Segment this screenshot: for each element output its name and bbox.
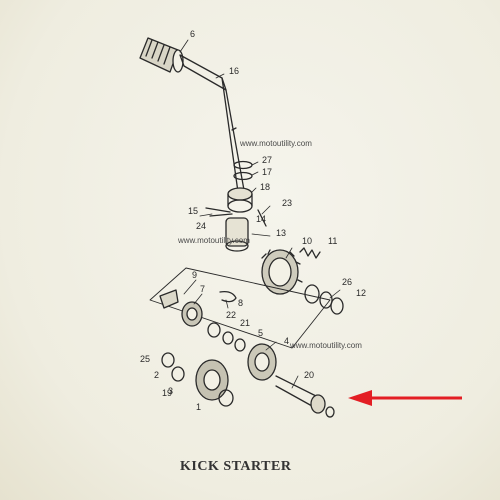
lever-boss-18	[227, 187, 253, 213]
label-16: 16	[229, 66, 239, 76]
washer-12	[330, 297, 344, 315]
gear-13	[261, 249, 303, 295]
spring-10	[299, 247, 321, 259]
label-15: 15	[188, 206, 198, 216]
pin-15	[205, 207, 233, 217]
label-19: 19	[162, 388, 172, 398]
watermark-3: www.motoutility.com	[289, 341, 362, 350]
bolt-23	[257, 209, 267, 227]
clip-8	[219, 290, 237, 303]
washer-26b	[319, 291, 333, 309]
gear-4	[247, 343, 277, 381]
label-13: 13	[276, 228, 286, 238]
washer-17	[233, 171, 253, 181]
washer-5	[234, 338, 246, 352]
kick-shaft-20	[275, 375, 335, 418]
label-8: 8	[238, 298, 243, 308]
label-9: 9	[192, 270, 197, 280]
label-20: 20	[304, 370, 314, 380]
washer-2	[171, 366, 185, 382]
label-26: 26	[342, 277, 352, 287]
shaft-housing-14	[225, 217, 249, 252]
leader-lines	[179, 39, 341, 389]
kick-lever-arm	[179, 54, 245, 193]
label-23: 23	[282, 198, 292, 208]
label-11: 11	[328, 236, 337, 246]
washer-22	[207, 322, 221, 338]
label-10: 10	[302, 236, 312, 246]
label-2: 2	[154, 370, 159, 380]
label-25: 25	[140, 354, 150, 364]
label-4: 4	[284, 336, 289, 346]
label-1: 1	[196, 402, 201, 412]
washer-25	[161, 352, 175, 368]
label-24: 24	[196, 221, 206, 231]
label-5: 5	[258, 328, 263, 338]
label-7: 7	[200, 284, 205, 294]
label-22: 22	[226, 310, 236, 320]
group-outline	[149, 267, 331, 349]
ratchet-7	[159, 289, 203, 327]
washer-27	[233, 160, 253, 170]
diagram-title: KICK STARTER	[180, 459, 292, 474]
label-12: 12	[356, 288, 366, 298]
washer-1	[218, 389, 234, 407]
label-3: 3	[168, 386, 173, 396]
gear-19	[195, 359, 229, 401]
label-6: 6	[190, 29, 195, 39]
watermark-2: www.motoutility.com	[177, 236, 250, 245]
watermark-1: www.motoutility.com	[239, 139, 312, 148]
kick-rubber-grip	[139, 37, 184, 73]
red-arrow-icon	[348, 390, 462, 406]
washer-26a	[304, 284, 320, 304]
washer-21	[222, 331, 234, 345]
label-18: 18	[260, 182, 270, 192]
label-17: 17	[262, 167, 272, 177]
label-21: 21	[240, 318, 250, 328]
label-27: 27	[262, 155, 272, 165]
label-14: 14	[256, 214, 266, 224]
